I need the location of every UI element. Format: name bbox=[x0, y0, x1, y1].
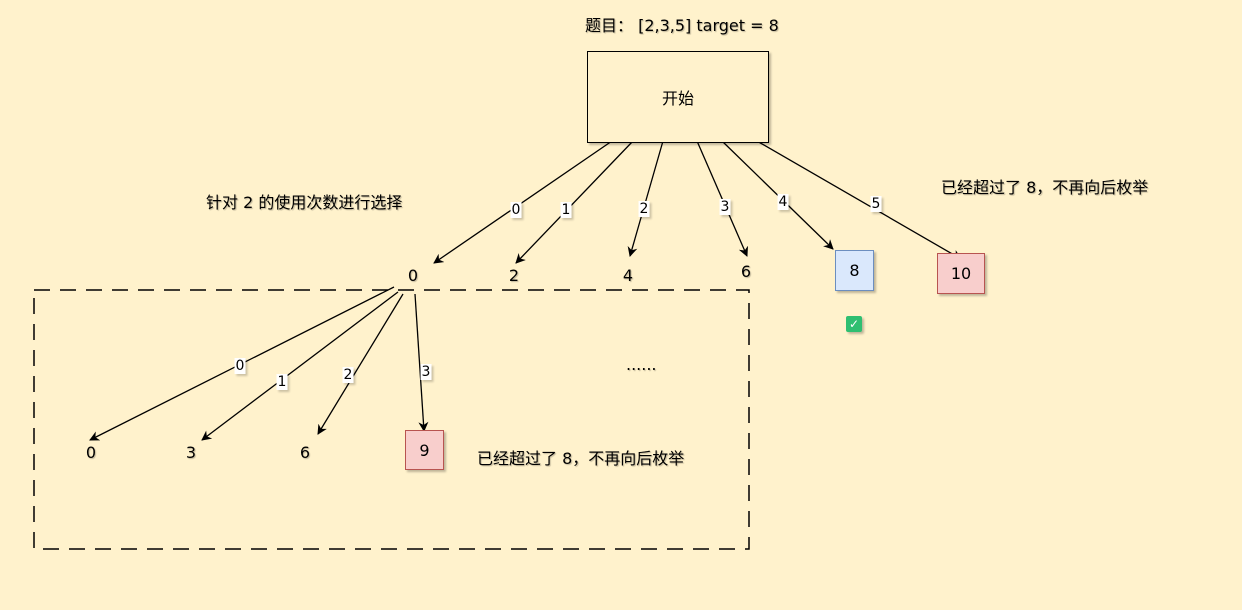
diagram-title: 题目： [2,3,5] target = 8 bbox=[585, 16, 779, 35]
edge-label-l1-5: 5 bbox=[870, 196, 882, 212]
dashed-group-frame bbox=[33, 289, 750, 550]
edge-start-10 bbox=[756, 140, 962, 260]
start-node: 开始 bbox=[587, 51, 769, 143]
check-icon: ✓ bbox=[846, 316, 862, 332]
edge-start-2 bbox=[515, 140, 634, 264]
node-l2-0: 0 bbox=[85, 443, 97, 462]
node-l1-4: 4 bbox=[622, 266, 634, 285]
node-l2-3: 3 bbox=[185, 443, 197, 462]
note-top-right: 已经超过了 8，不再向后枚举 bbox=[941, 178, 1149, 197]
edge-label-l2-0: 0 bbox=[234, 358, 246, 374]
edge-label-l1-4: 4 bbox=[777, 194, 789, 210]
node-l1-6: 6 bbox=[740, 262, 752, 281]
edge-label-l1-1: 1 bbox=[560, 202, 572, 218]
edge-start-8 bbox=[721, 140, 834, 250]
node-l1-10-label: 10 bbox=[950, 264, 972, 283]
node-l2-9-exceeded: 9 bbox=[405, 430, 444, 470]
edge-start-0 bbox=[433, 140, 613, 264]
node-l1-2: 2 bbox=[508, 266, 520, 285]
start-node-label: 开始 bbox=[661, 89, 694, 108]
note-left: 针对 2 的使用次数进行选择 bbox=[206, 193, 403, 212]
edge-label-l1-2: 2 bbox=[638, 201, 650, 217]
edge-start-4 bbox=[627, 140, 664, 257]
ellipsis: ...... bbox=[626, 355, 657, 374]
node-l1-8-valid: 8 bbox=[835, 250, 874, 291]
node-l2-6: 6 bbox=[299, 443, 311, 462]
edge-0-6 bbox=[317, 293, 404, 435]
node-l1-8-label: 8 bbox=[849, 261, 860, 280]
edge-0-3 bbox=[201, 291, 399, 441]
edge-label-l2-2: 2 bbox=[342, 367, 354, 383]
node-l1-10-exceeded: 10 bbox=[937, 253, 985, 294]
node-l1-0: 0 bbox=[407, 266, 419, 285]
edge-start-6 bbox=[696, 140, 748, 257]
edge-label-l1-3: 3 bbox=[719, 199, 731, 215]
node-l2-9-label: 9 bbox=[419, 440, 430, 460]
edge-0-9 bbox=[414, 293, 429, 432]
edge-label-l1-0: 0 bbox=[510, 202, 522, 218]
note-inner: 已经超过了 8，不再向后枚举 bbox=[477, 449, 685, 468]
edge-label-l2-3: 3 bbox=[420, 364, 432, 380]
edge-label-l2-1: 1 bbox=[276, 374, 288, 390]
